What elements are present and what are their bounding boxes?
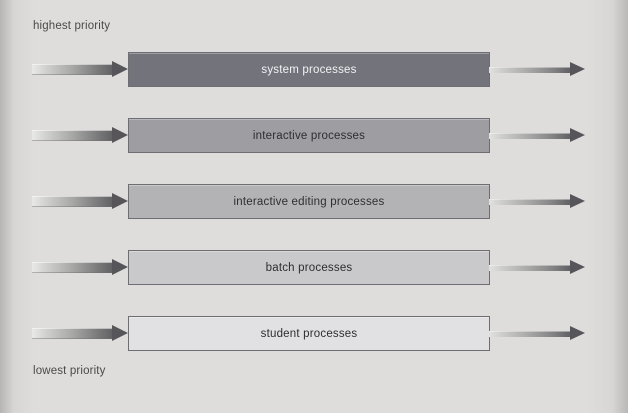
arrow-shaft <box>32 130 114 141</box>
arrow-head <box>112 61 128 77</box>
incoming-right-arrow-icon <box>32 127 128 143</box>
arrow-shaft <box>489 264 572 271</box>
outgoing-right-arrow-icon <box>489 194 585 208</box>
process-band: interactive processes <box>128 118 490 153</box>
arrow-head <box>112 193 128 209</box>
arrow-head <box>570 128 585 142</box>
lowest-priority-label: lowest priority <box>33 365 106 377</box>
priority-row: interactive processes <box>0 116 628 156</box>
outgoing-right-arrow-icon <box>489 260 585 274</box>
process-band-label: system processes <box>261 63 357 76</box>
process-band: interactive editing processes <box>128 184 490 219</box>
arrow-shaft <box>32 262 114 273</box>
process-band: system processes <box>128 52 490 87</box>
priority-row: batch processes <box>0 248 628 288</box>
incoming-right-arrow-icon <box>32 193 128 209</box>
arrow-head <box>112 127 128 143</box>
outgoing-right-arrow-icon <box>489 128 585 142</box>
process-band-label: interactive processes <box>252 129 366 142</box>
incoming-right-arrow-icon <box>32 259 128 275</box>
arrow-shaft <box>489 66 572 73</box>
arrow-head <box>570 194 585 208</box>
arrow-head <box>112 259 128 275</box>
arrow-head <box>570 62 585 76</box>
arrow-shaft <box>489 198 572 205</box>
arrow-head <box>112 325 128 341</box>
priority-row: system processes <box>0 50 628 90</box>
arrow-shaft <box>32 328 114 339</box>
process-band: batch processes <box>128 250 490 285</box>
process-band-label: batch processes <box>265 261 353 274</box>
arrow-shaft <box>32 64 114 75</box>
incoming-right-arrow-icon <box>32 325 128 341</box>
arrow-head <box>570 260 585 274</box>
process-band-label: student processes <box>260 327 358 340</box>
arrow-shaft <box>489 132 572 139</box>
arrow-head <box>570 326 585 340</box>
priority-row: interactive editing processes <box>0 182 628 222</box>
incoming-right-arrow-icon <box>32 61 128 77</box>
arrow-shaft <box>489 330 572 337</box>
arrow-shaft <box>32 196 114 207</box>
outgoing-right-arrow-icon <box>489 326 585 340</box>
priority-row: student processes <box>0 314 628 354</box>
process-band-label: interactive editing processes <box>233 195 385 208</box>
highest-priority-label: highest priority <box>33 20 111 32</box>
outgoing-right-arrow-icon <box>489 62 585 76</box>
process-band: student processes <box>128 316 490 351</box>
